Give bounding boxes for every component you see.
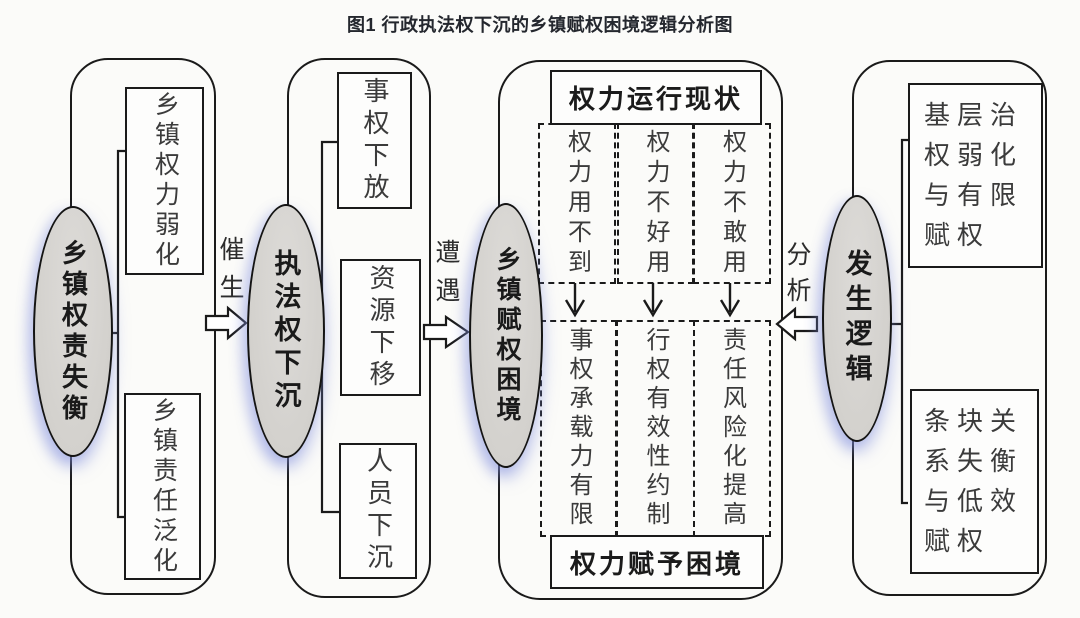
box-township-power-weakened: 乡镇权力弱化 — [125, 87, 204, 275]
box-resources-moved-down: 资源下移 — [340, 259, 421, 396]
figure-title: 图1 行政执法权下沉的乡镇赋权困境逻辑分析图 — [346, 15, 733, 35]
box-power-granting-dilemma: 权力赋予困境 — [550, 535, 764, 589]
box-power-unusable: 权力用不到 — [538, 123, 616, 284]
box-label: 人员下沉 — [363, 447, 393, 575]
box-label: 基层治权弱化与有限赋权 — [924, 100, 1024, 250]
down-arrow-icon — [642, 283, 664, 318]
box-label: 条块关系失衡与低效赋权 — [924, 406, 1024, 556]
box-effectiveness-constrained: 行权有效性约制 — [616, 320, 695, 537]
box-power-operation-status: 权力运行现状 — [550, 70, 762, 125]
box-label: 乡镇责任泛化 — [149, 396, 177, 577]
box-label: 责任风险化提高 — [718, 327, 745, 530]
box-label: 权力用不到 — [563, 128, 590, 279]
box-label: 乡镇权力弱化 — [151, 91, 179, 271]
connector-label-analyze: 分析 — [783, 241, 810, 313]
ellipse-imbalance: 乡镇权责失衡 — [33, 206, 113, 457]
ellipse-sinking: 执法权下沉 — [247, 204, 325, 458]
down-arrow-icon — [564, 283, 586, 318]
ellipse-dilemma: 乡镇赋权困境 — [469, 203, 543, 468]
box-label: 事权承载力有限 — [565, 327, 591, 530]
box-tiao-kuai-imbalance-inefficient-empowerment: 条块关系失衡与低效赋权 — [910, 389, 1039, 574]
box-label: 权力不敢用 — [718, 128, 745, 279]
ellipse-label: 乡镇权责失衡 — [58, 238, 88, 425]
box-township-responsibility-generalized: 乡镇责任泛化 — [124, 393, 201, 580]
box-risk-increased: 责任风险化提高 — [693, 320, 771, 537]
box-label: 行权有效性约制 — [642, 327, 668, 530]
box-label: 资源下移 — [366, 263, 395, 392]
ellipse-label: 发生逻辑 — [841, 248, 872, 389]
box-label: 权力不好用 — [642, 128, 668, 279]
box-grassroots-weakened-limited-empowerment: 基层治权弱化与有限赋权 — [908, 83, 1043, 268]
box-label: 事权下放 — [360, 76, 389, 205]
ellipse-label: 乡镇赋权困境 — [493, 245, 520, 426]
connector-label-catalyze: 催生 — [216, 236, 243, 312]
box-authority-delegated: 事权下放 — [337, 72, 412, 209]
box-personnel-sunk: 人员下沉 — [339, 443, 417, 579]
box-limited-capacity: 事权承载力有限 — [540, 320, 617, 537]
box-power-dare-not-use: 权力不敢用 — [693, 123, 771, 284]
down-arrow-icon — [719, 283, 741, 318]
connector-label-encounter: 遭遇 — [432, 239, 459, 315]
ellipse-label: 执法权下沉 — [270, 248, 301, 414]
box-power-hard-to-use: 权力不好用 — [617, 123, 694, 284]
ellipse-logic: 发生逻辑 — [822, 195, 892, 442]
analyze-arrow-icon — [775, 306, 819, 342]
encounter-arrow-icon — [422, 314, 470, 350]
catalyze-arrow-icon — [204, 305, 248, 341]
